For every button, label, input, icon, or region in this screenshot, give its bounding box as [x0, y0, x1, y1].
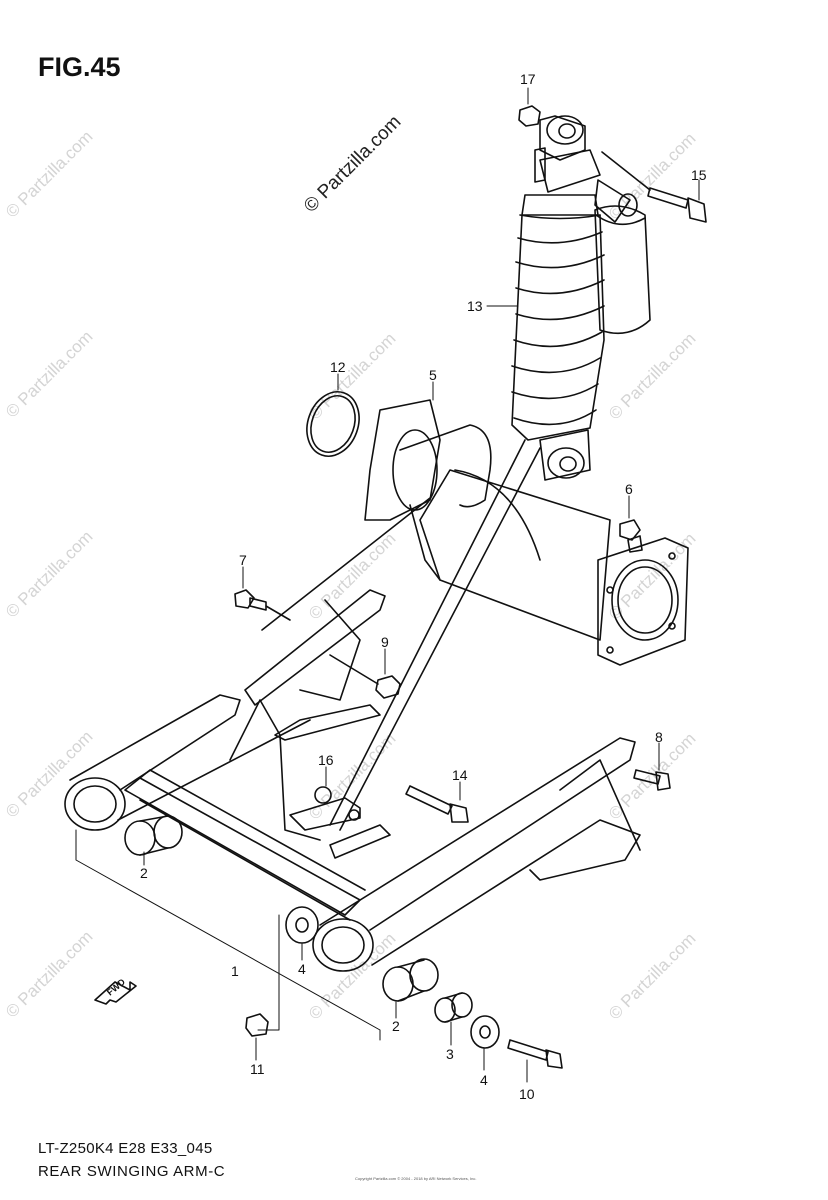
- collar-16: [314, 786, 332, 804]
- nut-11: [245, 1013, 269, 1037]
- callout-4: 4: [298, 961, 306, 977]
- callout-11: 11: [250, 1061, 265, 1077]
- callout-1: 1: [231, 963, 239, 979]
- bearing-2-left: [124, 815, 183, 856]
- upper-mount: [399, 424, 611, 641]
- callout-2: 2: [392, 1018, 400, 1034]
- bearing-2-lower: [382, 958, 439, 1002]
- callout-14: 14: [452, 767, 468, 783]
- callout-13: 13: [467, 298, 483, 314]
- shock-absorber: [511, 115, 651, 481]
- figure-code: LT-Z250K4 E28 E33_045: [38, 1140, 213, 1157]
- nut-9: [329, 654, 401, 699]
- leader-lines: [75, 87, 700, 1083]
- figure-title: FIG.45: [38, 52, 121, 82]
- callout-4: 4: [480, 1072, 488, 1088]
- copyright-notice: Copyright Partzilla.com © 2004 - 2018 by…: [355, 1176, 477, 1181]
- callout-9: 9: [381, 634, 389, 650]
- bolt-14: [405, 785, 469, 823]
- bolt-10: [507, 1039, 563, 1069]
- washer-4-lower: [470, 1015, 500, 1049]
- bolt-7: [234, 589, 291, 621]
- callout-12: 12: [330, 359, 346, 375]
- linkage-arm: [261, 439, 541, 859]
- callout-7: 7: [239, 552, 247, 568]
- callout-8: 8: [655, 729, 663, 745]
- callout-5: 5: [429, 367, 437, 383]
- washer-4-upper: [285, 906, 319, 944]
- spacer-3: [434, 992, 473, 1023]
- bolt-8: [633, 769, 671, 791]
- nut-17: [518, 105, 541, 127]
- bolt-15: [601, 151, 707, 223]
- callout-17: 17: [520, 71, 536, 87]
- callout-3: 3: [446, 1046, 454, 1062]
- callout-10: 10: [519, 1086, 535, 1102]
- callout-2: 2: [140, 865, 148, 881]
- left-bracket: [244, 589, 386, 741]
- fwd-arrow-icon: [94, 981, 137, 1005]
- bracket-5: [364, 399, 441, 521]
- callout-15: 15: [691, 167, 707, 183]
- bolt-6: [619, 519, 643, 553]
- callout-16: 16: [318, 752, 334, 768]
- o-ring-12: [306, 391, 360, 457]
- callout-6: 6: [625, 481, 633, 497]
- figure-caption: REAR SWINGING ARM-C: [38, 1163, 226, 1180]
- swing-arm: [64, 694, 641, 972]
- flange-plate: [597, 537, 689, 666]
